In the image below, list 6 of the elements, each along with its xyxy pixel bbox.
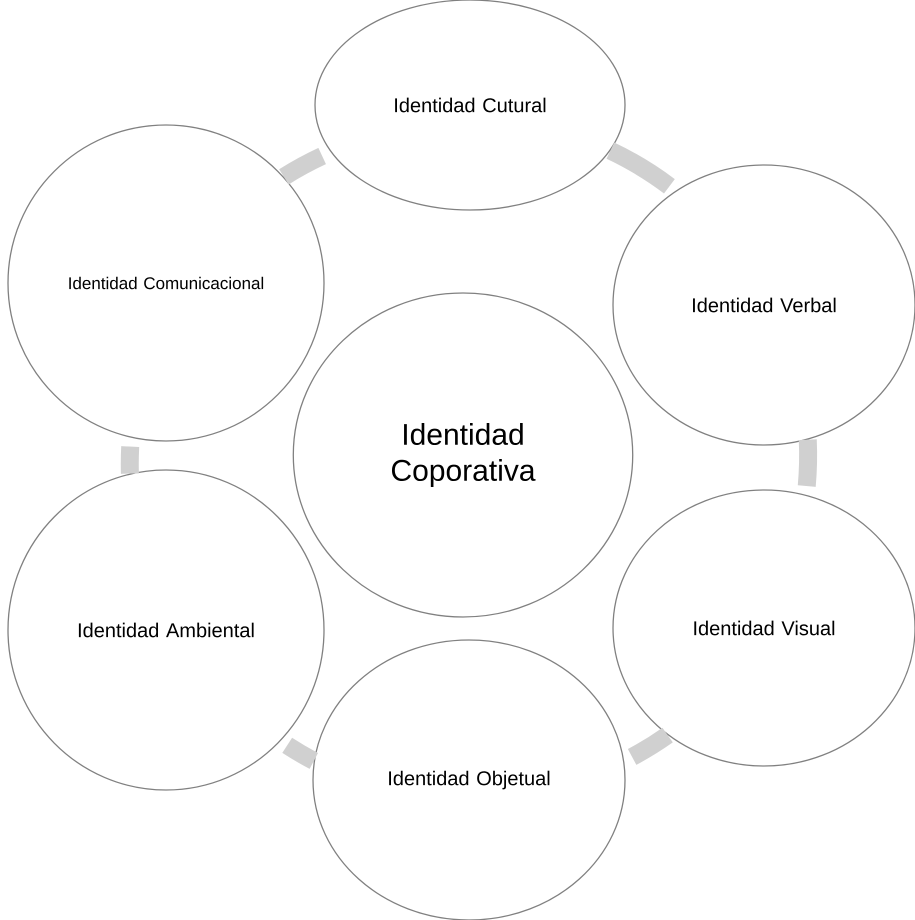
ring-segment bbox=[282, 738, 318, 769]
ring-segment bbox=[120, 446, 140, 474]
ring-segment bbox=[606, 142, 675, 194]
ring-segment bbox=[279, 148, 326, 184]
ring-segment bbox=[628, 728, 673, 765]
ring-segment bbox=[798, 439, 818, 487]
